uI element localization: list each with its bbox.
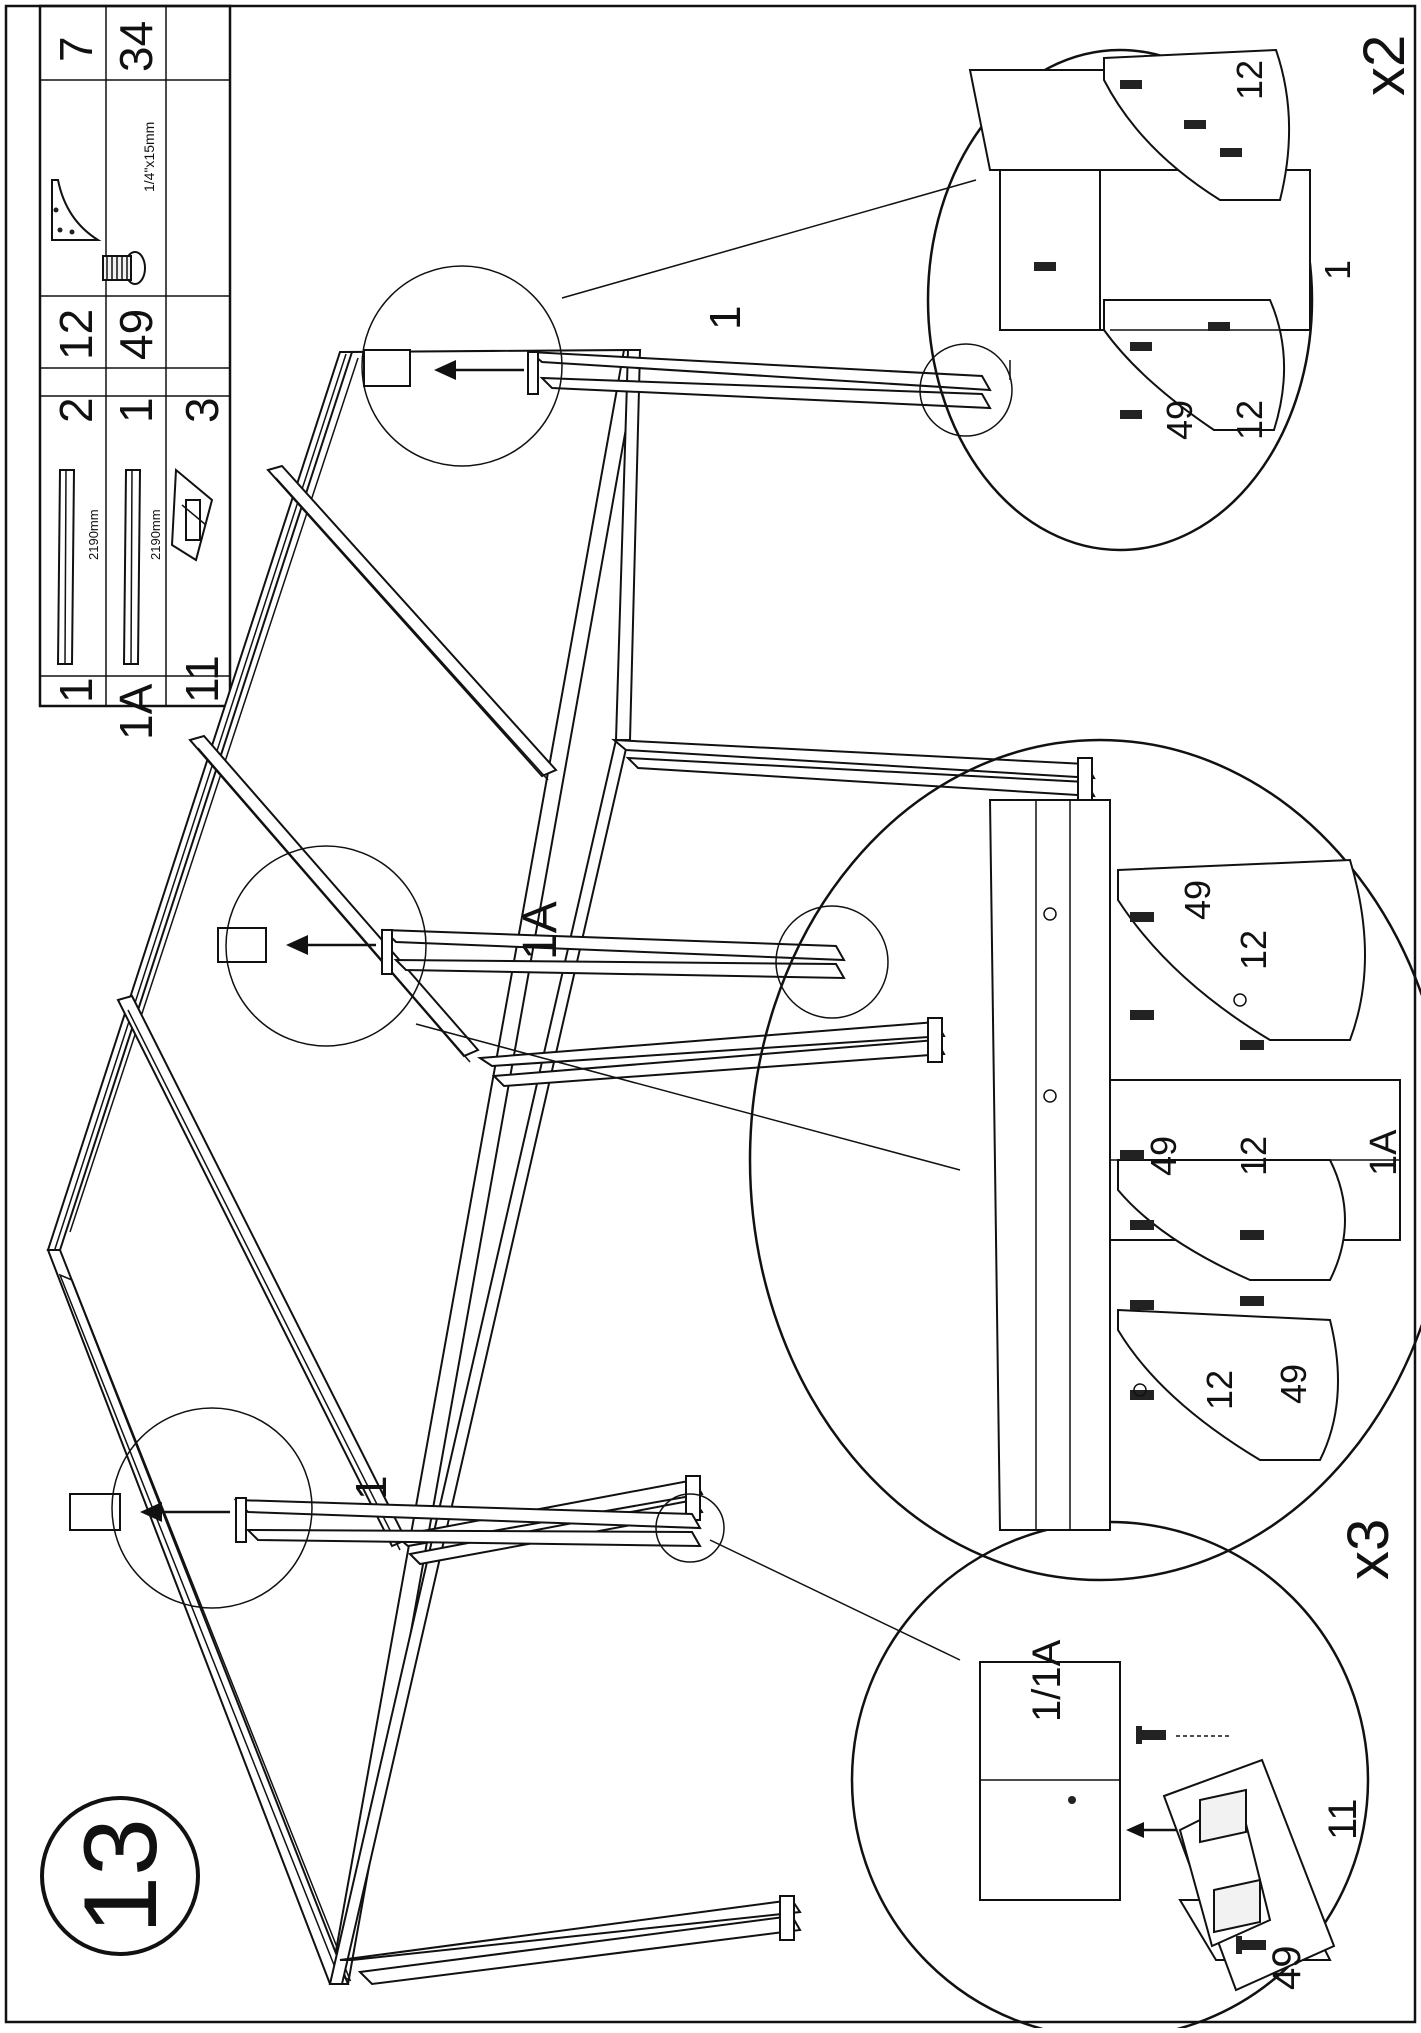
part-qty: 3 — [176, 397, 228, 423]
bolt-icon — [102, 251, 146, 285]
part-qty: 1 — [110, 397, 162, 423]
detail-label: 49 — [1159, 400, 1200, 440]
callout-circle — [919, 343, 1013, 437]
leg-label: 1 — [347, 1476, 396, 1500]
bolt-icon — [1136, 1726, 1266, 1954]
detail-foot-plate: x3 1/1A 11 49 — [850, 1519, 1401, 2033]
part-qty: 34 — [110, 21, 162, 72]
cross-rail — [266, 464, 558, 778]
bracket-12 — [1117, 1159, 1346, 1281]
part-qty: 7 — [50, 36, 102, 62]
frame-leg — [339, 1895, 802, 1986]
long-tube-icon — [56, 469, 76, 665]
bolt-size-label: 1/4"x15mm — [141, 122, 157, 192]
detail-label: 12 — [1233, 1136, 1274, 1176]
bolt-icon — [1034, 80, 1242, 419]
callout-circle — [775, 905, 889, 1019]
long-tube-icon — [122, 469, 142, 665]
step-number-badge: 13 — [40, 1796, 200, 1956]
bottom-rail — [328, 739, 630, 1985]
part-size-label: 2190mm — [148, 509, 163, 560]
bolt-label: 49 — [1265, 1946, 1309, 1991]
callout-circle — [361, 265, 563, 467]
detail-center-joint: 49 12 49 12 1A 12 49 — [748, 738, 1421, 1582]
detail-circle — [748, 738, 1421, 1582]
detail-corner-joint: x2 12 1 49 12 — [926, 35, 1417, 552]
step-number: 13 — [63, 1818, 179, 1934]
part-id: 1A — [110, 683, 162, 740]
callout-circle — [111, 1407, 313, 1609]
part-id: 1 — [50, 677, 102, 703]
leg-label: 1A — [514, 901, 567, 960]
part-qty: 2 — [50, 397, 102, 423]
leg-tube-1-left — [69, 1493, 702, 1548]
detail-label: 1 — [1317, 260, 1358, 280]
frame-rail — [328, 349, 642, 1985]
base-plate-icon — [170, 467, 214, 562]
detail-label: 12 — [1233, 930, 1274, 970]
leg-tube-1a-center — [217, 927, 846, 980]
plate-label: 11 — [1321, 1798, 1365, 1840]
bracket-12 — [1117, 1308, 1339, 1461]
bracket-12 — [1117, 858, 1366, 1041]
part-id: 49 — [110, 309, 162, 360]
cross-rail — [116, 994, 408, 1548]
parts-table: 2190mm 2190mm 1/4"x1 — [38, 4, 232, 740]
gazebo-frame: 1 1A 1 — [46, 179, 1096, 1986]
detail-label: 49 — [1273, 1364, 1314, 1404]
tube-label: 1/1A — [1025, 1639, 1069, 1722]
corner-multiplier: x2 — [1352, 35, 1417, 96]
detail-label: 12 — [1229, 60, 1270, 100]
tube-1-1a — [979, 1661, 1121, 1901]
leg-tube-1-right — [363, 349, 992, 410]
foot-multiplier: x3 — [1336, 1519, 1401, 1580]
leg-label: 1 — [701, 306, 750, 330]
detail-label: 49 — [1143, 1136, 1184, 1176]
part-id: 11 — [176, 655, 228, 703]
part-id: 12 — [50, 309, 102, 360]
detail-label: 49 — [1177, 880, 1218, 920]
part-size-label: 2190mm — [86, 509, 101, 560]
detail-label: 1A — [1363, 1129, 1405, 1176]
page-border — [4, 4, 1417, 2024]
detail-label: 12 — [1229, 400, 1270, 440]
callout-circle — [225, 845, 427, 1047]
callout-circle — [655, 1493, 725, 1563]
cross-rail — [188, 734, 480, 1058]
corner-bracket-icon — [51, 179, 102, 241]
detail-circle — [926, 48, 1314, 552]
detail-label: 12 — [1199, 1370, 1240, 1410]
bracket-12 — [1103, 299, 1286, 431]
